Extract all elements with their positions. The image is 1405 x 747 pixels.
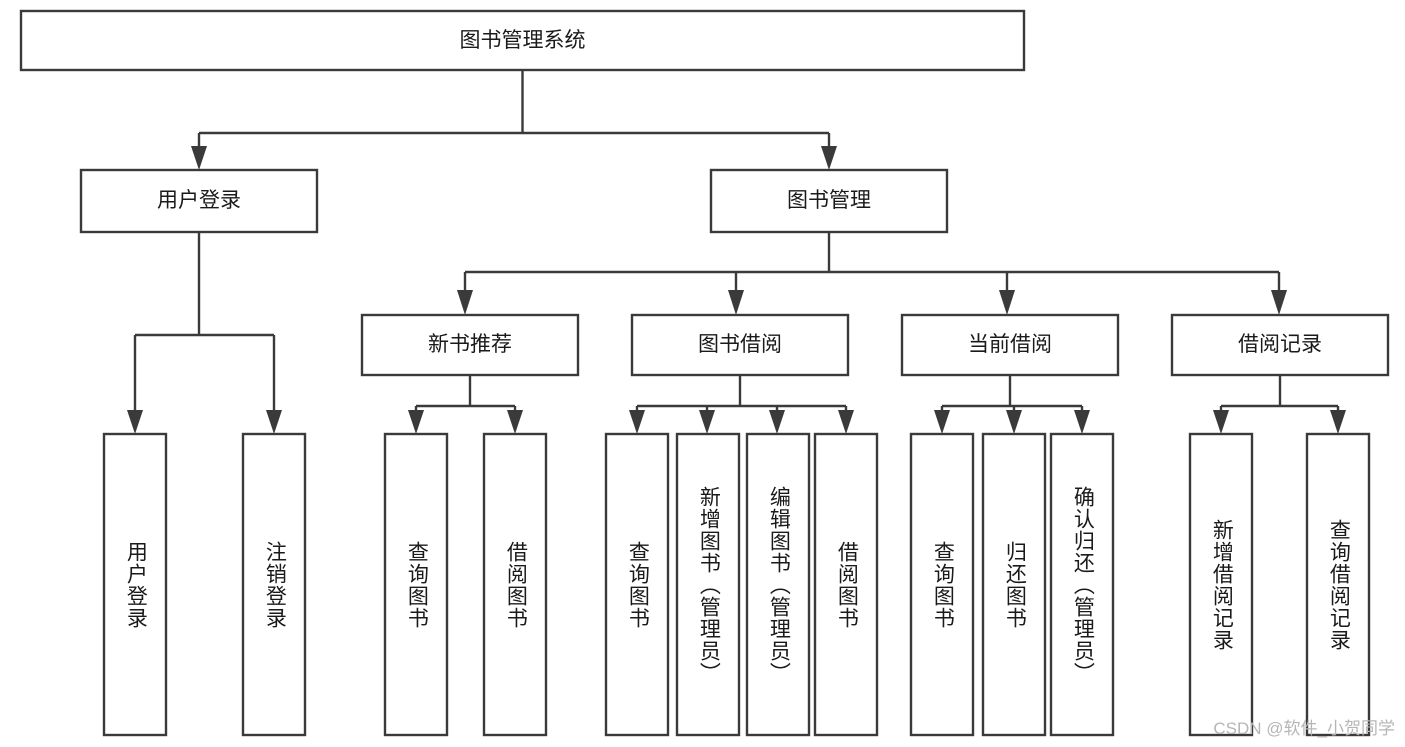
arrowhead-borrow-to-leaf1: [629, 410, 645, 434]
node-leaf-query-record-box[interactable]: [1305, 432, 1371, 737]
arrowhead-current-to-leaf2: [1006, 410, 1022, 434]
connector-group-current: [934, 375, 1090, 434]
node-user-login-box[interactable]: [79, 168, 319, 234]
connector-group-user-login: [127, 232, 282, 434]
node-user-login[interactable]: 用户登录: [79, 168, 319, 234]
node-leaf-logout-box[interactable]: [241, 432, 307, 737]
connector-group-record: [1213, 375, 1346, 434]
node-root-system-label: 图书管理系统: [460, 29, 586, 52]
node-user-login-label: 用户登录: [157, 189, 241, 212]
node-leaf-user-login-box[interactable]: [102, 432, 168, 737]
node-root-system[interactable]: 图书管理系统: [19, 9, 1026, 72]
arrowhead-current-to-leaf1: [934, 410, 950, 434]
arrowhead-borrow-to-leaf4: [838, 410, 854, 434]
node-leaf-add-book-box[interactable]: [675, 432, 741, 737]
node-borrow-record-label: 借阅记录: [1238, 333, 1322, 356]
arrowhead-bookmgmt-to-current: [999, 290, 1015, 315]
node-leaf-confirm-return-box[interactable]: [1049, 432, 1115, 737]
node-book-borrow-label: 图书借阅: [698, 333, 782, 356]
connector-group-root: [191, 70, 837, 170]
arrowhead-newbook-to-leaf1: [408, 410, 424, 434]
arrowhead-record-to-leaf2: [1330, 410, 1346, 434]
node-book-management-box[interactable]: [709, 168, 949, 234]
node-leaf-add-record-box[interactable]: [1188, 432, 1254, 737]
connector-group-book-mgmt: [457, 232, 1287, 315]
node-leaf-query-book-new-box[interactable]: [383, 432, 449, 737]
node-borrow-record-box[interactable]: [1170, 313, 1390, 377]
node-new-book-recommend-label: 新书推荐: [428, 333, 512, 356]
node-leaf-query-book-bor-box[interactable]: [604, 432, 670, 737]
node-new-book-recommend-box[interactable]: [360, 313, 580, 377]
node-current-borrow-box[interactable]: [900, 313, 1120, 377]
csdn-watermark: CSDN @软件_小贺同学: [1213, 719, 1395, 738]
arrowhead-current-to-leaf3: [1074, 410, 1090, 434]
node-root-system-box[interactable]: [19, 9, 1026, 72]
arrowhead-root-to-user-login: [191, 146, 207, 170]
arrowhead-borrow-to-leaf2: [699, 410, 715, 434]
node-current-borrow-label: 当前借阅: [968, 333, 1052, 356]
node-current-borrow[interactable]: 当前借阅: [900, 313, 1120, 377]
arrowhead-bookmgmt-to-borrow: [728, 290, 744, 315]
arrowhead-root-to-book-mgmt: [821, 146, 837, 170]
arrowhead-newbook-to-leaf2: [507, 410, 523, 434]
arrowhead-userlogin-to-leaf2: [266, 410, 282, 434]
arrowhead-record-to-leaf1: [1213, 410, 1229, 434]
node-book-management-label: 图书管理: [787, 189, 871, 212]
arrowhead-userlogin-to-leaf1: [127, 410, 143, 434]
arrowhead-bookmgmt-to-new-book: [457, 290, 473, 315]
node-leaf-edit-book-box[interactable]: [745, 432, 811, 737]
arrowhead-bookmgmt-to-record: [1271, 290, 1287, 315]
node-book-borrow[interactable]: 图书借阅: [630, 313, 850, 377]
node-new-book-recommend[interactable]: 新书推荐: [360, 313, 580, 377]
node-leaf-borrow-book-new-box[interactable]: [482, 432, 548, 737]
node-leaf-query-book-cur-box[interactable]: [909, 432, 975, 737]
node-leaf-return-book-box[interactable]: [981, 432, 1047, 737]
connector-group-borrow: [629, 375, 854, 434]
node-book-borrow-box[interactable]: [630, 313, 850, 377]
node-borrow-record[interactable]: 借阅记录: [1170, 313, 1390, 377]
arrowhead-borrow-to-leaf3: [769, 410, 785, 434]
node-leaf-borrow-book-bor-box[interactable]: [813, 432, 879, 737]
node-book-management[interactable]: 图书管理: [709, 168, 949, 234]
connector-group-new-book: [408, 375, 523, 434]
